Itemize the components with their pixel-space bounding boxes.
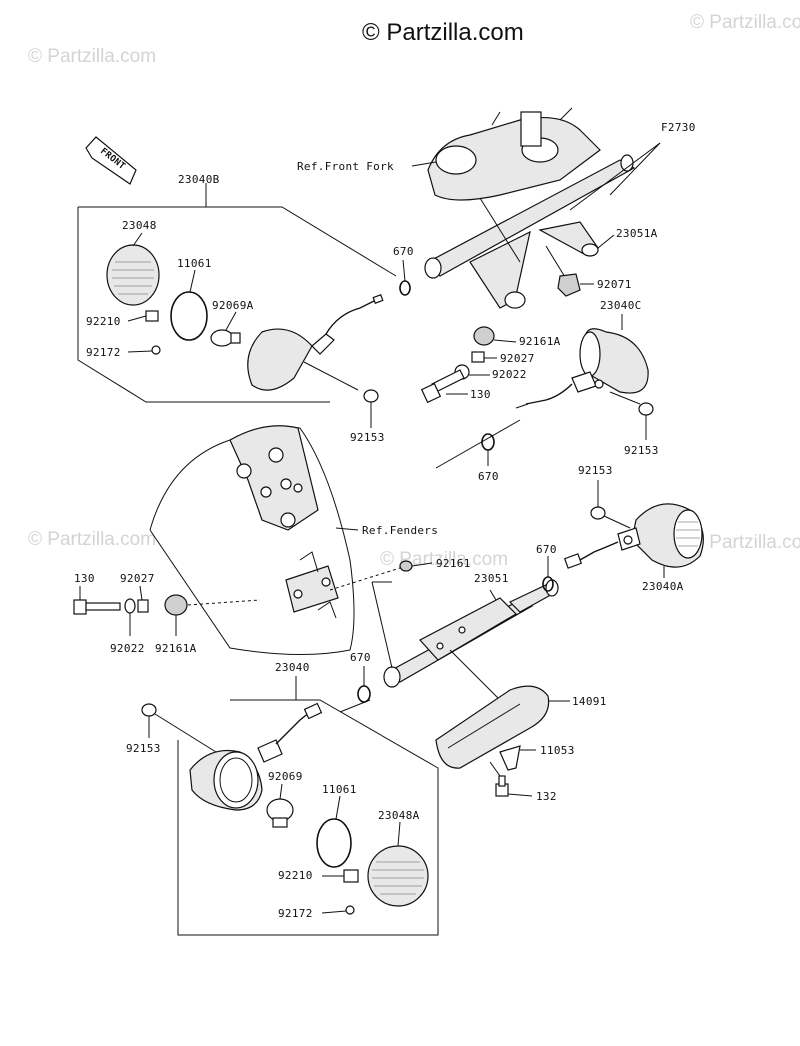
screw-92172-b bbox=[345, 905, 355, 915]
damper-92161 bbox=[399, 560, 413, 572]
housing-23040b bbox=[247, 328, 313, 391]
clip-92210 bbox=[145, 310, 159, 322]
label-92210-a: 92210 bbox=[86, 315, 121, 328]
label-92161: 92161 bbox=[436, 557, 471, 570]
bolt-92153-c bbox=[590, 506, 606, 520]
cover-body-14091 bbox=[435, 685, 550, 769]
label-92022-a: 92022 bbox=[492, 368, 527, 381]
figure-code: F2730 bbox=[661, 121, 696, 134]
lens-23048 bbox=[106, 244, 160, 306]
damper-92161a-a bbox=[473, 326, 495, 346]
label-23048a: 23048A bbox=[378, 809, 420, 822]
label-92161a-a: 92161A bbox=[519, 335, 561, 348]
oring-670-a bbox=[399, 280, 411, 296]
label-130-b: 130 bbox=[74, 572, 95, 585]
label-92071: 92071 bbox=[597, 278, 632, 291]
label-670-a: 670 bbox=[393, 245, 414, 258]
label-23040: 23040 bbox=[275, 661, 310, 674]
grommet-92071 bbox=[557, 273, 581, 297]
cover-14091: 14091 11053 132 bbox=[435, 685, 607, 803]
fender-reference: Ref.Fenders 92161 bbox=[149, 425, 471, 656]
label-92172-a: 92172 bbox=[86, 346, 121, 359]
bolt-130-b bbox=[73, 599, 87, 615]
bracket-11053 bbox=[499, 745, 521, 771]
label-670-b: 670 bbox=[478, 470, 499, 483]
gasket-11061-b bbox=[316, 818, 352, 868]
label-ref-front-fork: Ref.Front Fork bbox=[297, 160, 394, 173]
bolt-92153-a bbox=[363, 389, 379, 403]
label-23040c: 23040C bbox=[600, 299, 642, 312]
housing-23040c bbox=[583, 328, 649, 394]
label-ref-fenders: Ref.Fenders bbox=[362, 524, 438, 537]
group-23040: 23040 670 92153 92069 11061 23048A 92210… bbox=[126, 651, 439, 936]
bulb-92069a bbox=[210, 329, 234, 347]
watermark-mid-right: © Partzilla.com bbox=[690, 532, 800, 553]
label-11053: 11053 bbox=[540, 744, 575, 757]
watermark-top-right: © Partzilla.com bbox=[690, 12, 800, 33]
damper-92161a-b bbox=[164, 594, 188, 616]
bolt-92153-b bbox=[638, 402, 654, 416]
label-670-d: 670 bbox=[350, 651, 371, 664]
fork-clamp bbox=[427, 116, 601, 201]
label-92069a: 92069A bbox=[212, 299, 254, 312]
oring-670-d bbox=[357, 685, 371, 703]
label-92210-b: 92210 bbox=[278, 869, 313, 882]
washer-92022-b bbox=[124, 598, 136, 614]
label-23040b: 23040B bbox=[178, 173, 220, 186]
label-92027-a: 92027 bbox=[500, 352, 535, 365]
stay-23051: 23051 670 bbox=[371, 543, 559, 701]
front-fork-bracket: Ref.Front Fork 23051A 92071 92161A 92027… bbox=[297, 107, 661, 404]
group-23040a: 92153 23040A bbox=[563, 464, 704, 593]
label-92069: 92069 bbox=[268, 770, 303, 783]
label-23051a: 23051A bbox=[616, 227, 658, 240]
bolt-92153-d bbox=[141, 703, 157, 717]
label-92172-b: 92172 bbox=[278, 907, 313, 920]
label-92153-c: 92153 bbox=[578, 464, 613, 477]
label-23040a: 23040A bbox=[642, 580, 684, 593]
label-130-a: 130 bbox=[470, 388, 491, 401]
label-23051: 23051 bbox=[474, 572, 509, 585]
label-92153-d: 92153 bbox=[126, 742, 161, 755]
copyright-notice: © Partzilla.com bbox=[362, 19, 524, 46]
front-direction-arrow: FRONT bbox=[85, 136, 137, 185]
label-92027-b: 92027 bbox=[120, 572, 155, 585]
label-92161a-b: 92161A bbox=[155, 642, 197, 655]
clip-92210-b bbox=[343, 869, 359, 883]
label-11061-b: 11061 bbox=[322, 783, 357, 796]
label-92022-b: 92022 bbox=[110, 642, 145, 655]
group-23040c: 23040C 92153 670 bbox=[435, 299, 659, 483]
lens-23048a bbox=[367, 845, 429, 907]
collar-92027-b bbox=[137, 599, 149, 613]
left-bolt-stack: 130 92027 92022 92161A bbox=[73, 572, 261, 655]
label-670-c: 670 bbox=[536, 543, 557, 556]
label-92153-b: 92153 bbox=[624, 444, 659, 457]
label-92153-a: 92153 bbox=[350, 431, 385, 444]
screw-92172 bbox=[151, 345, 161, 355]
label-14091: 14091 bbox=[572, 695, 607, 708]
watermark-mid-left: © Partzilla.com bbox=[28, 529, 156, 550]
label-11061-a: 11061 bbox=[177, 257, 212, 270]
label-23048: 23048 bbox=[122, 219, 157, 232]
watermark-top-left: © Partzilla.com bbox=[28, 46, 156, 67]
label-132: 132 bbox=[536, 790, 557, 803]
gasket-11061 bbox=[170, 291, 208, 341]
collar-92027-a bbox=[471, 351, 485, 363]
group-23040b: 23040B 23048 11061 92069A 92210 92172 67… bbox=[77, 173, 414, 444]
